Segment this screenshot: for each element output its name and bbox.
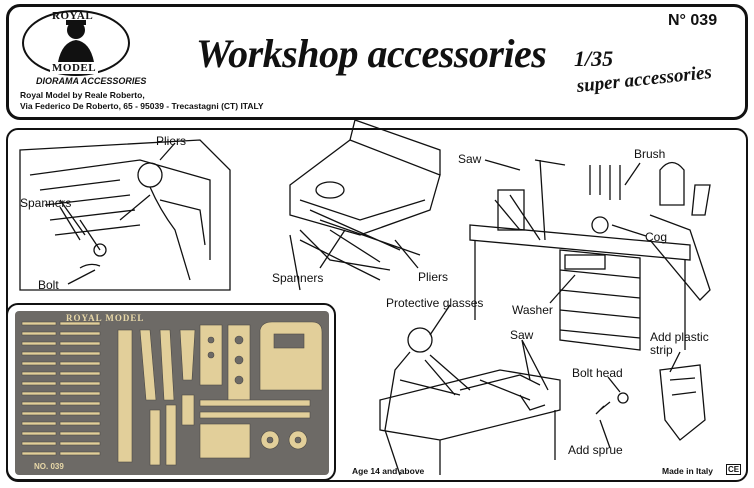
- header-box: [6, 4, 748, 120]
- photo-etch-fret: [15, 311, 329, 475]
- callout-add-sprue: Add sprue: [568, 443, 623, 457]
- callout-add-plastic-strip: Add plastic strip: [650, 330, 709, 357]
- callout-saw-bottom: Saw: [510, 328, 534, 342]
- fret-title: ROYAL MODEL: [66, 313, 145, 323]
- callout-pliers-mid: Pliers: [418, 270, 449, 284]
- callout-cog: Cog: [645, 230, 668, 244]
- ce-mark: CE: [726, 464, 742, 475]
- callout-spanners-mid: Spanners: [272, 271, 324, 285]
- callout-washer: Washer: [512, 303, 553, 317]
- callout-protective-glasses: Protective glasses: [386, 296, 484, 310]
- logo-bottom-text: MODEL: [50, 62, 99, 74]
- callout-saw-top: Saw: [458, 152, 482, 166]
- callout-brush: Brush: [634, 147, 666, 161]
- callout-bolt: Bolt: [38, 278, 59, 292]
- logo-top-text: ROYAL: [52, 10, 94, 22]
- address-line-1: Royal Model by Reale Roberto,: [20, 90, 145, 100]
- age-warning: Age 14 and above: [352, 466, 425, 476]
- product-scale: 1/35: [574, 46, 614, 71]
- made-in-label: Made in Italy: [662, 466, 714, 476]
- address-line-2: Via Federico De Roberto, 65 - 95039 - Tr…: [20, 101, 264, 111]
- callout-pliers-top: Pliers: [156, 134, 187, 148]
- callout-spanners-left: Spanners: [20, 196, 72, 210]
- product-title: Workshop accessories: [196, 31, 547, 76]
- logo-emblem: [22, 10, 130, 76]
- logo-sub-text: DIORAMA ACCESSORIES: [36, 76, 147, 86]
- product-code: N° 039: [668, 12, 718, 29]
- callout-bolt-head: Bolt head: [572, 366, 623, 380]
- fret-number: NO. 039: [34, 462, 64, 471]
